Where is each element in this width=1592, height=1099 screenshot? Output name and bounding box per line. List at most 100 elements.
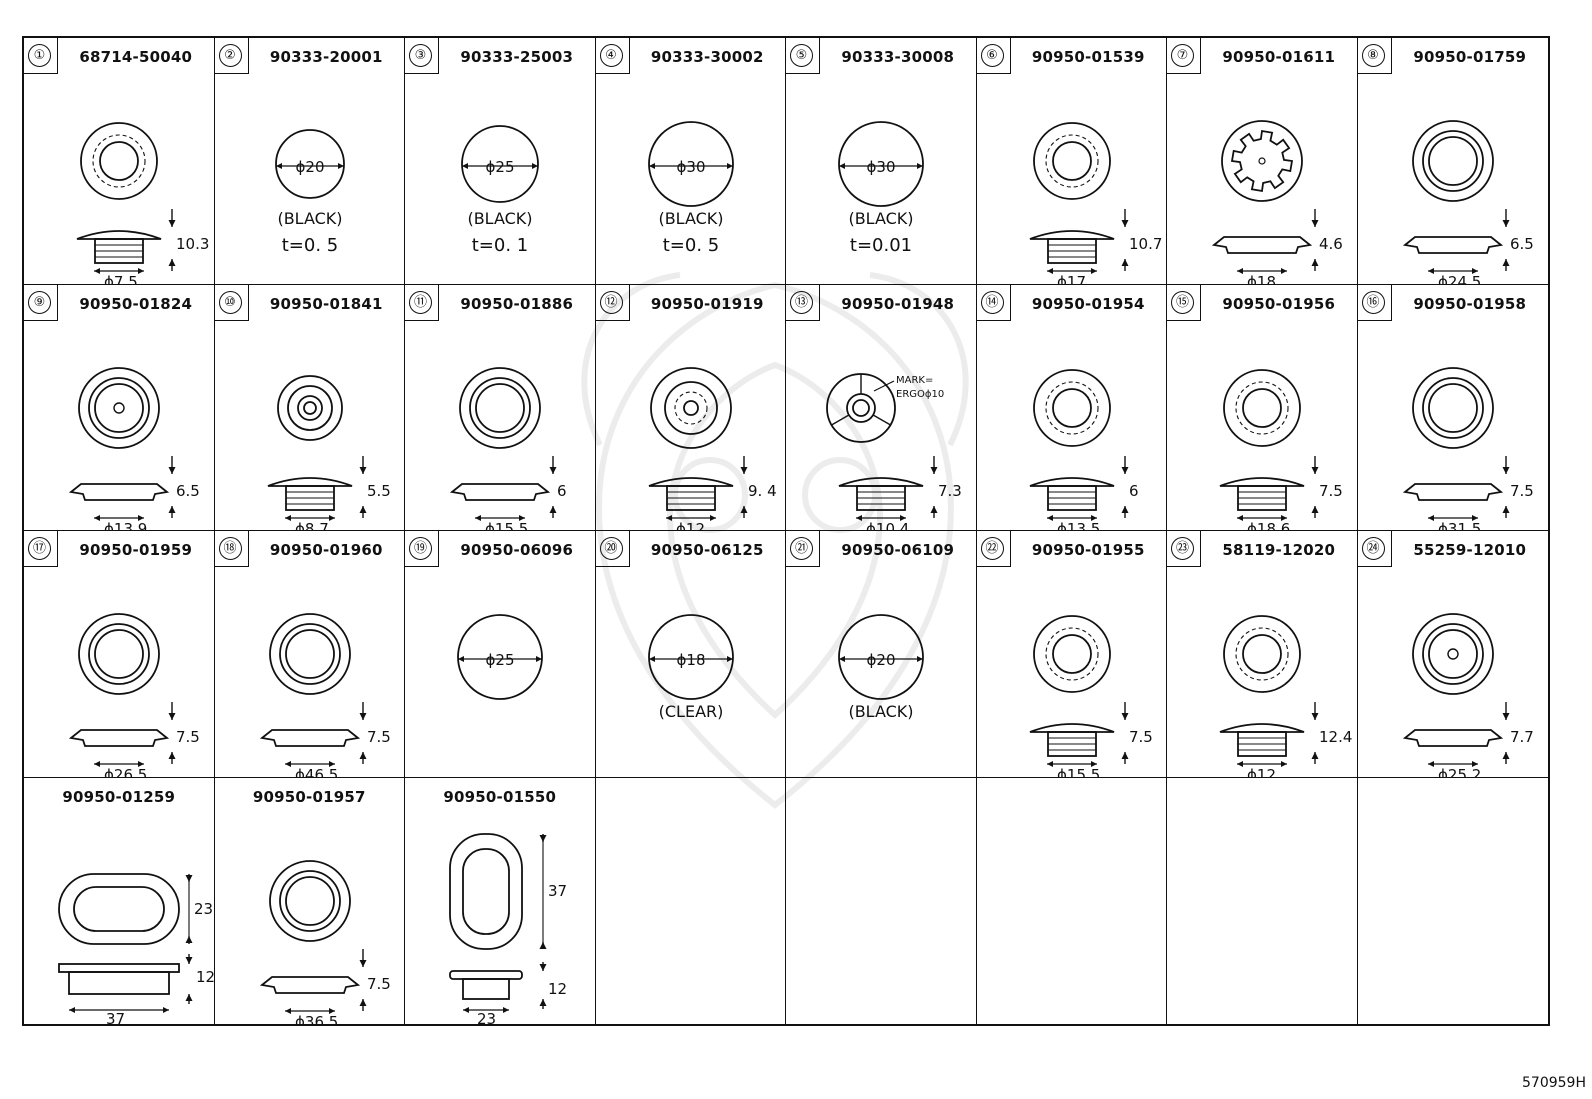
thickness-note: t=0.01 xyxy=(850,235,912,256)
color-note: (CLEAR) xyxy=(658,702,723,721)
mark-note: MARK= xyxy=(896,375,933,386)
height-label: 12.4 xyxy=(1319,728,1352,746)
height-label: 5.5 xyxy=(367,482,391,500)
part-number: 90950-06125 xyxy=(650,541,764,559)
item-number-box: ⑬ xyxy=(786,284,820,321)
height-label: 7.5 xyxy=(1319,482,1343,500)
empty-cell xyxy=(977,777,1167,1024)
part-cell: 90950-01259 23 12 37 xyxy=(24,777,215,1025)
part-cell: ⑳ 90950-06125 ϕ18(CLEAR) xyxy=(595,531,786,778)
diameter-label: ϕ13.5 xyxy=(1057,520,1100,532)
part-number: 90950-01886 xyxy=(460,294,574,313)
diameter-label: ϕ18 xyxy=(1247,273,1276,285)
item-number-box: ⑩ xyxy=(214,284,249,321)
item-number: ⑯ xyxy=(1361,290,1385,314)
item-number: ㉓ xyxy=(1171,537,1194,560)
height-label: 7.7 xyxy=(1510,728,1534,746)
item-number: ⑱ xyxy=(218,537,242,560)
part-drawing: 6 ϕ13.5 xyxy=(1029,368,1139,532)
part-number: 90950-01824 xyxy=(79,294,193,313)
item-number: ㉑ xyxy=(790,537,813,560)
item-number: ⑭ xyxy=(980,290,1004,314)
part-drawing: ϕ18(CLEAR) xyxy=(647,614,734,721)
part-number: 90950-01954 xyxy=(1031,294,1145,313)
diameter-label: ϕ7.5 xyxy=(104,273,138,285)
diagram-code: 570959H xyxy=(1522,1075,1586,1091)
item-number: ㉒ xyxy=(980,537,1004,560)
part-number: 90950-01955 xyxy=(1031,541,1145,559)
diameter-label: ϕ20 xyxy=(295,158,324,176)
item-number-box: ④ xyxy=(595,38,630,74)
item-number: ③ xyxy=(409,44,432,67)
part-number: 90950-06096 xyxy=(460,541,574,559)
part-cell: ⑯ 90950-01958 7.5 ϕ31.5 xyxy=(1357,284,1548,532)
part-number: 90950-01550 xyxy=(443,787,557,806)
height-label: 9. 4 xyxy=(748,482,777,500)
part-drawing: 10.3ϕ7.5 xyxy=(76,122,209,285)
item-number: ⑳ xyxy=(599,537,623,560)
height-label: 7.5 xyxy=(367,728,391,746)
part-number: 90950-01259 xyxy=(62,787,176,806)
height-label: 7.5 xyxy=(1129,728,1153,746)
item-number: ⑧ xyxy=(1361,44,1385,67)
item-number: ⑰ xyxy=(28,537,51,560)
thickness-label: 12 xyxy=(196,968,214,986)
height-label: 37 xyxy=(548,882,567,900)
item-number-box: ⑥ xyxy=(976,38,1011,74)
item-number-box: ② xyxy=(214,38,249,74)
item-number-box: ㉓ xyxy=(1167,531,1201,567)
part-number: 55259-12010 xyxy=(1413,541,1527,559)
item-number-box: ⑱ xyxy=(214,531,249,567)
item-number-box: ⑰ xyxy=(24,531,58,567)
color-note: (BLACK) xyxy=(848,209,913,228)
item-number-box: ⑲ xyxy=(405,531,439,567)
width-label: 37 xyxy=(106,1010,125,1025)
item-number: ④ xyxy=(599,44,623,67)
item-number-box: ⑮ xyxy=(1167,284,1201,321)
color-note: (BLACK) xyxy=(277,209,342,228)
height-label: 23 xyxy=(194,900,213,918)
part-number: 90950-01611 xyxy=(1222,48,1336,66)
height-label: 7.3 xyxy=(938,482,962,500)
height-label: 6 xyxy=(557,482,567,500)
diameter-label: ϕ26.5 xyxy=(104,766,147,778)
part-drawing: 7.5 ϕ31.5 xyxy=(1402,366,1534,532)
diameter-label: ϕ31.5 xyxy=(1438,520,1481,532)
height-label: 6 xyxy=(1129,482,1139,500)
height-label: 7.5 xyxy=(1510,482,1534,500)
mark-note: ERGOϕ10 xyxy=(896,389,944,400)
part-number: 90950-01958 xyxy=(1413,294,1527,313)
item-number: ⑥ xyxy=(980,44,1004,67)
diameter-label: ϕ24.5 xyxy=(1438,273,1481,285)
item-number: ⑨ xyxy=(28,290,51,314)
part-number: 90950-01948 xyxy=(841,294,955,313)
height-label: 6.5 xyxy=(1510,235,1534,253)
diameter-label: ϕ12 xyxy=(1247,766,1276,778)
part-drawing: ϕ25 xyxy=(457,614,543,700)
